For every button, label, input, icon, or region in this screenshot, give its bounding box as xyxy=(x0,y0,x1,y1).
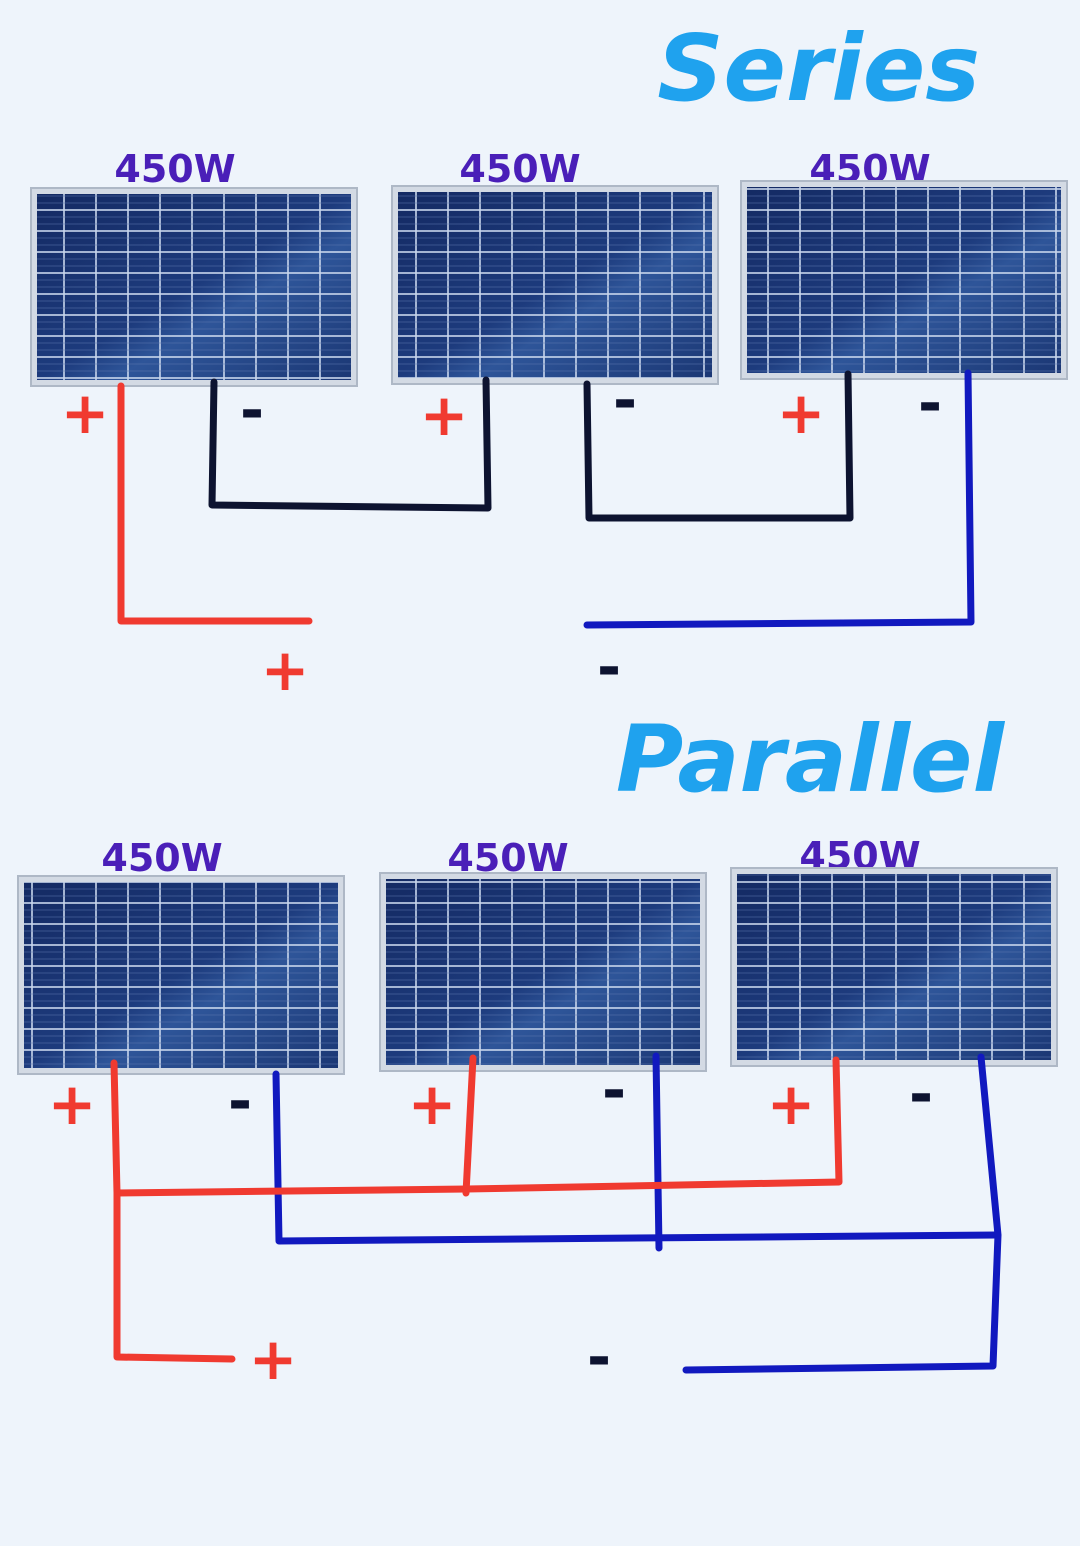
series-panel-3-cell-grid xyxy=(747,187,1061,373)
series-panel-1-cell-grid xyxy=(37,194,351,380)
parallel-panel-2-negative-drop xyxy=(652,1052,663,1252)
series-panel-2-cell-grid xyxy=(398,192,712,378)
parallel-panel-3: 450W xyxy=(730,834,1058,1067)
parallel-panel-1-minus-sign: - xyxy=(228,1067,252,1135)
parallel-panel-1-cell-grid xyxy=(24,882,338,1068)
series-title: Series xyxy=(657,15,980,122)
parallel-panel-2-plus-sign: + xyxy=(408,1070,457,1138)
parallel-panel-1-plus-sign: + xyxy=(48,1070,97,1138)
series-panel-2-wattage: 450W xyxy=(459,147,580,191)
parallel-negative-output-wire xyxy=(682,1053,1002,1374)
parallel-panel-3-cell-grid xyxy=(737,874,1051,1060)
series-panel-1-wattage: 450W xyxy=(114,147,235,191)
parallel-output-plus-sign: + xyxy=(249,1325,298,1393)
series-output-minus-sign: - xyxy=(597,633,621,701)
parallel-positive-output-wire xyxy=(113,1189,236,1363)
parallel-title: Parallel xyxy=(616,706,1006,813)
series-link-wire-2 xyxy=(583,370,854,522)
series-panel-1-plus-sign: + xyxy=(61,379,110,447)
parallel-output-minus-sign: - xyxy=(587,1323,611,1391)
series-link-wire-1 xyxy=(208,376,492,512)
parallel-panel-1: 450W xyxy=(17,836,345,1075)
parallel-panel-1-wattage: 450W xyxy=(101,836,222,880)
series-panel-1: 450W xyxy=(30,147,358,387)
parallel-positive-bus-wire xyxy=(110,1056,843,1197)
series-negative-output-wire xyxy=(583,369,975,629)
series-panel-2-plus-sign: + xyxy=(420,381,469,449)
parallel-panel-3-minus-sign: - xyxy=(909,1060,933,1128)
parallel-panel-3-plus-sign: + xyxy=(767,1070,816,1138)
parallel-negative-bus-wire xyxy=(272,1070,1001,1245)
parallel-panel-2-minus-sign: - xyxy=(602,1056,626,1124)
series-panel-1-minus-sign: - xyxy=(240,376,264,444)
series-panel-2: 450W xyxy=(391,147,719,385)
series-panel-3-minus-sign: - xyxy=(918,369,942,437)
series-panel-3: 450W xyxy=(740,147,1068,380)
series-positive-output-wire xyxy=(117,382,313,625)
series-panel-2-minus-sign: - xyxy=(613,366,637,434)
parallel-panel-2: 450W xyxy=(379,836,707,1072)
series-output-plus-sign: + xyxy=(261,636,310,704)
series-panel-3-plus-sign: + xyxy=(777,379,826,447)
parallel-panel-2-positive-drop xyxy=(462,1054,477,1197)
parallel-panel-2-cell-grid xyxy=(386,879,700,1065)
